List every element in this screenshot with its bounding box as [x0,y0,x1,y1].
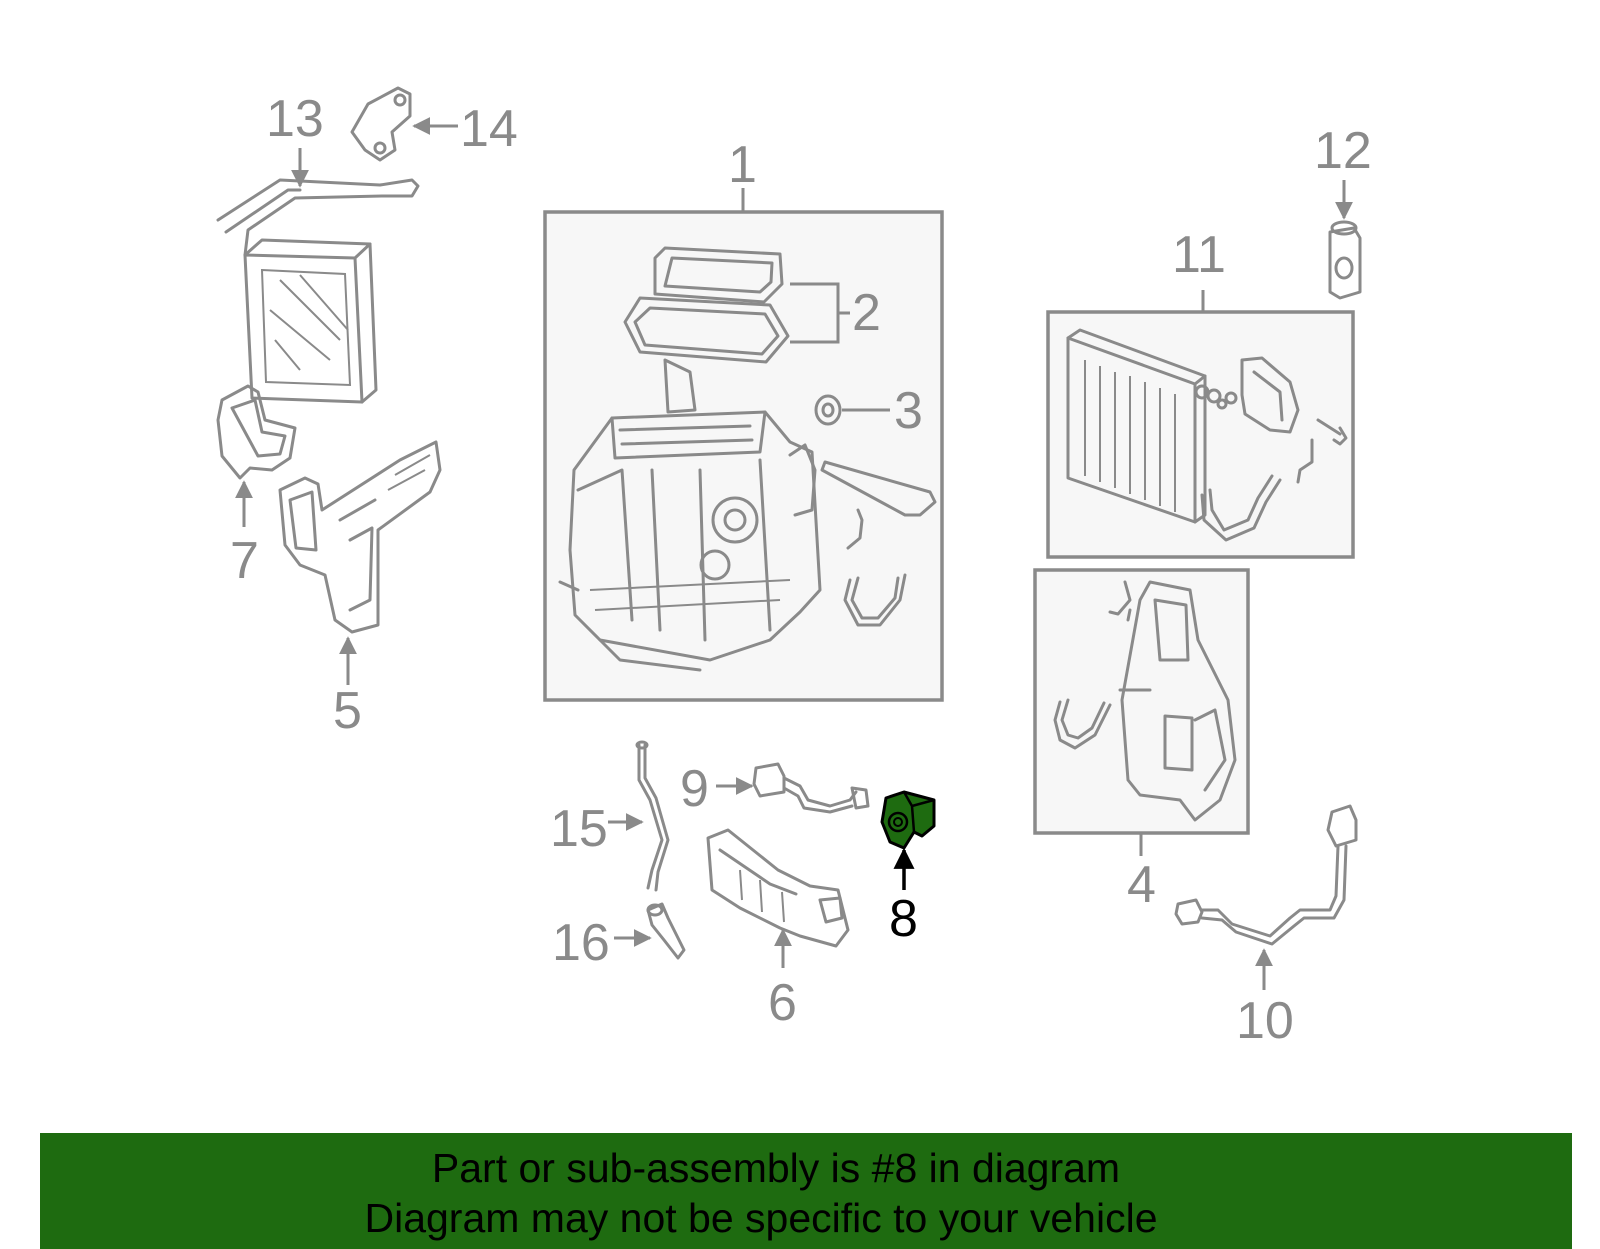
part-6-duct [706,828,850,968]
part-14-bracket [350,86,458,162]
info-banner: Part or sub-assembly is #8 in diagram Di… [40,1133,1572,1249]
callout-7[interactable]: 7 [230,532,259,590]
part-5-duct [278,440,442,685]
callout-2[interactable]: 2 [852,284,881,342]
part-2-filter-covers [623,246,850,364]
callout-6[interactable]: 6 [768,974,797,1032]
callout-11[interactable]: 11 [1172,226,1226,284]
callout-14[interactable]: 14 [460,100,518,158]
hvac-housing-drawing [558,358,822,672]
callout-10[interactable]: 10 [1236,992,1294,1050]
part-12-expansion-valve [1328,180,1362,300]
callout-labels: 1 2 3 4 5 6 7 8 9 10 11 12 13 14 15 16 [230,90,1372,1050]
part-3-grommet [814,394,890,426]
part-9-harness [716,762,870,814]
banner-line-disclaimer: Diagram may not be specific to your vehi… [364,1195,1158,1241]
blower-unit-box [1033,568,1250,856]
callout-8[interactable]: 8 [889,890,918,948]
part-16-sensor [614,902,686,960]
part-15-drain-hose [608,740,670,892]
banner-line-part-number: Part or sub-assembly is #8 in diagram [431,1145,1121,1191]
callout-5[interactable]: 5 [333,682,362,740]
evaporator-pipes-drawing [1200,356,1348,542]
callout-15[interactable]: 15 [550,800,608,858]
blower-housing-drawing [1053,580,1237,822]
hvac-duct-and-hoses [820,460,937,627]
callout-3[interactable]: 3 [894,382,923,440]
part-8-actuator-highlighted[interactable] [880,790,936,890]
callout-1[interactable]: 1 [728,136,757,194]
callout-13[interactable]: 13 [266,90,324,148]
callout-16[interactable]: 16 [552,914,610,972]
part-10-sensor-harness [1174,804,1358,990]
evaporator-box [1046,290,1355,559]
parts-diagram: 1 2 3 4 5 6 7 8 9 10 11 12 13 14 15 16 [216,86,1372,1050]
part-13-heater-core [216,148,420,404]
hvac-unit-box [543,188,944,702]
part-7-duct [216,384,297,527]
callout-9[interactable]: 9 [680,760,709,818]
callout-4[interactable]: 4 [1127,856,1156,914]
callout-12[interactable]: 12 [1314,122,1372,180]
evaporator-core-drawing [1066,328,1222,524]
